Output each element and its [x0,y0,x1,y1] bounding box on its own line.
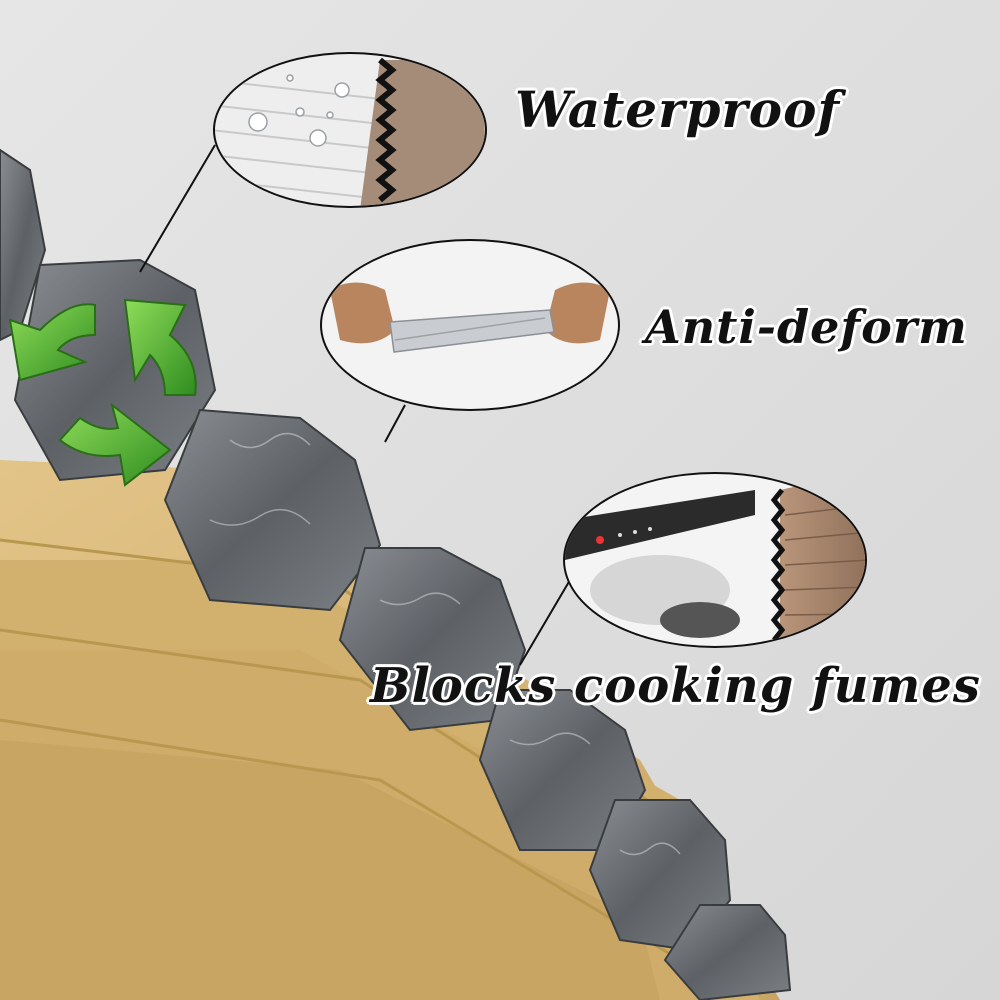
feature-label-blocks-fumes: Blocks cooking fumes [370,658,981,714]
feature-label-anti-deform: Anti-deform [645,300,968,354]
connector-line [384,404,406,443]
cooking-fumes-callout-image [563,472,867,648]
anti-deform-callout-image [320,239,620,411]
waterproof-callout-image [213,52,487,208]
connector-line [519,579,571,666]
feature-label-waterproof: Waterproof [515,80,840,139]
recycle-arrows-icon [8,298,197,487]
connector-line [139,144,216,273]
